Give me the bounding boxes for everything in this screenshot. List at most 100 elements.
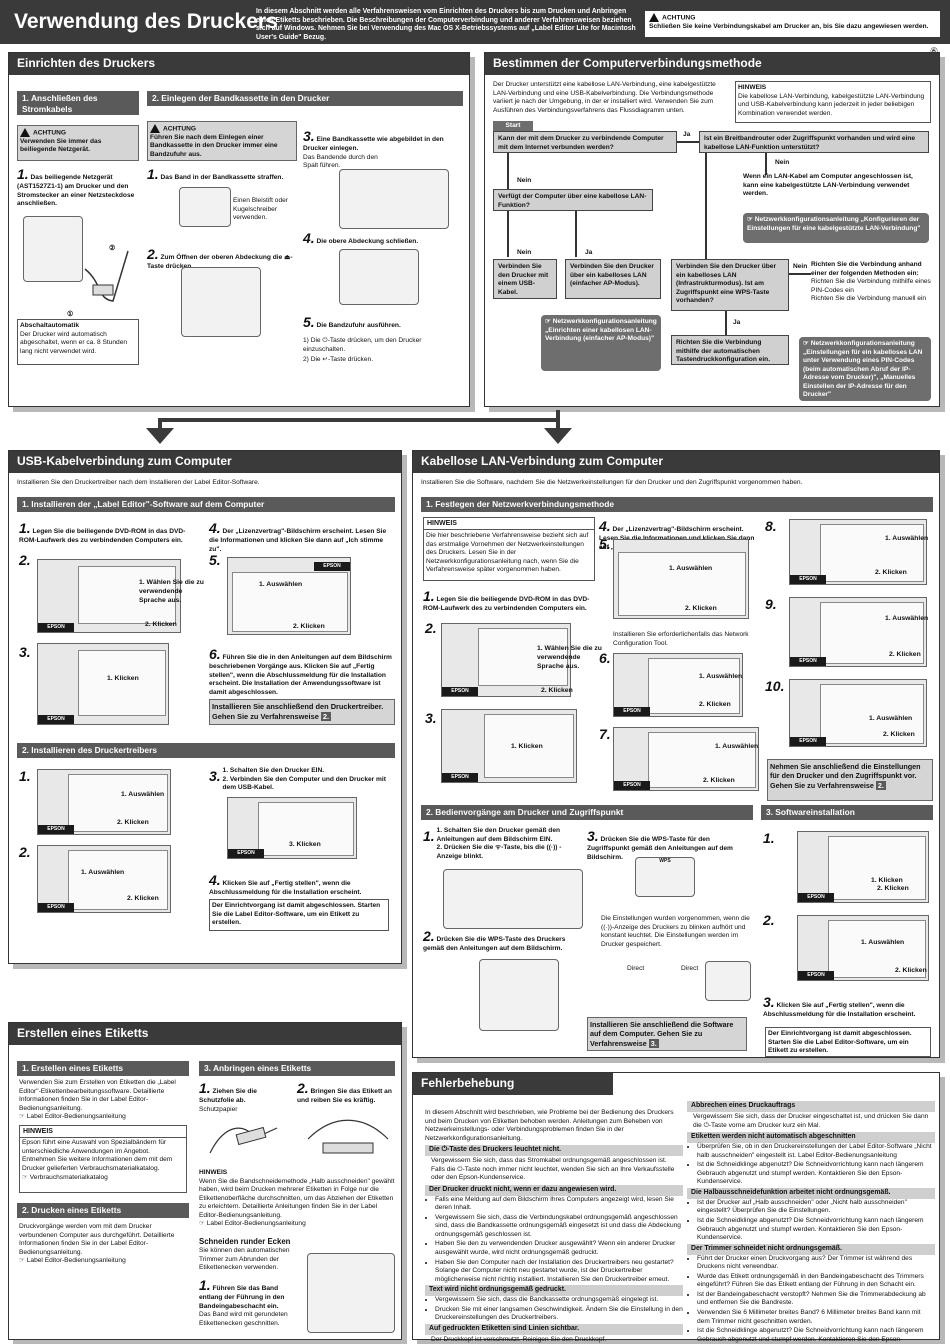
callout: 1. Auswählen bbox=[885, 535, 929, 542]
warning-icon bbox=[649, 13, 659, 22]
cassette-insert-illustration bbox=[339, 169, 449, 229]
step-number: 5. bbox=[599, 536, 611, 552]
ref-text: Netzwerkkonfigurationsanleitung „Konfigu… bbox=[747, 216, 921, 232]
callout: 1. Auswählen bbox=[715, 743, 759, 750]
label-sub2-title: 2. Drucken eines Etiketts bbox=[17, 1203, 189, 1218]
warning-icon bbox=[150, 124, 160, 133]
label-sub2-body: Druckvorgänge werden vom mit dem Drucker… bbox=[19, 1223, 189, 1266]
usb-screenshot-5: EPSON bbox=[227, 557, 351, 635]
step-number: 1. bbox=[19, 520, 31, 536]
callout: 2. Klicken bbox=[699, 701, 731, 708]
next-number: 3. bbox=[648, 1038, 659, 1048]
setup-sub1-title: 1. Anschließen des Stromkabels bbox=[17, 91, 139, 115]
flow-ja-1: Ja bbox=[683, 131, 691, 138]
trouble-item: Vergewissern Sie sich, dass die Verbindu… bbox=[435, 1214, 683, 1240]
next-text: Nehmen Sie anschließend die Einstellunge… bbox=[770, 762, 921, 790]
setup-panel: Einrichten des Druckers 1. Anschließen d… bbox=[8, 52, 470, 407]
callout: 1. Auswählen bbox=[121, 791, 165, 798]
step-text: Eine Bandkassette wie abgebildet in den … bbox=[303, 136, 444, 153]
hint-title: HINWEIS bbox=[199, 1169, 228, 1176]
book-reference-icon: ☞ bbox=[22, 1174, 30, 1182]
step-number: 8. bbox=[765, 518, 777, 534]
step-number: 2. bbox=[425, 620, 437, 636]
flow-arrow bbox=[507, 153, 509, 189]
trouble-item: Drucken Sie mit einer langsamen Geschwin… bbox=[435, 1306, 683, 1323]
step-number: 2. bbox=[19, 844, 31, 860]
callout: 1. Auswählen bbox=[699, 673, 743, 680]
callout: 2. Klicken bbox=[541, 687, 573, 694]
step-text: Klicken Sie auf „Fertig stellen", wenn d… bbox=[763, 1002, 916, 1019]
step-3-sub-1: 1. Schalten Sie den Drucker EIN. bbox=[222, 767, 325, 774]
trouble-list-2: Falls eine Meldung auf dem Bildschirm Ih… bbox=[425, 1196, 683, 1285]
wlan-screenshot-10: EPSON bbox=[789, 679, 927, 747]
op-3-note: Die Einstellungen wurden vorgenommen, we… bbox=[601, 915, 750, 948]
callout: 2. Klicken bbox=[117, 819, 149, 826]
round-note: Das Band wird mit gerundeten Etikettenec… bbox=[199, 1311, 288, 1327]
label-round-corners: Schneiden runder Ecken Sie können den au… bbox=[199, 1237, 303, 1328]
wlan-sub3-title: 3. Softwareinstallation bbox=[761, 805, 933, 820]
direct-label-2: Direct bbox=[681, 965, 699, 972]
step-text: Drücken Sie die WPS-Taste für den Zugrif… bbox=[587, 836, 733, 861]
callout: 2. Klicken bbox=[293, 623, 325, 630]
step-number: 2. bbox=[763, 912, 775, 928]
callout: 2. Klicken bbox=[703, 777, 735, 784]
hint-text: Epson führt eine Auswahl von Spezialbänd… bbox=[22, 1139, 173, 1172]
trouble-item: Ist die Schneidklinge abgenutzt? Die Sch… bbox=[697, 1161, 935, 1187]
step-text: Legen Sie die beiliegende DVD-ROM in das… bbox=[19, 528, 186, 545]
epson-logo: EPSON bbox=[314, 562, 350, 571]
ref-text: Label Editor-Bedienungsanleitung bbox=[206, 1220, 306, 1228]
flow-nein-1: Nein bbox=[517, 177, 532, 184]
flow-arrow bbox=[575, 211, 577, 257]
trouble-item: Überprüfen Sie, ob in den Druckereinstel… bbox=[697, 1143, 935, 1160]
callout-2: ② bbox=[109, 245, 116, 252]
step-number: 6. bbox=[599, 650, 611, 666]
flow-nein-2: Nein bbox=[775, 159, 790, 166]
callout: 1. Auswählen bbox=[885, 615, 929, 622]
wlan-next-box: Nehmen Sie anschließend die Einstellunge… bbox=[767, 759, 933, 801]
next-number: 2. bbox=[320, 711, 332, 721]
hint-text: Wenn Sie die Bandschneidemethode „Halb a… bbox=[199, 1177, 395, 1219]
arrow-connector bbox=[158, 418, 162, 430]
callout: 2. Klicken bbox=[685, 605, 717, 612]
callout: 1. Klicken bbox=[871, 877, 903, 884]
epson-logo: EPSON bbox=[790, 737, 826, 746]
setup-sub1-step: 1. Das beiliegende Netzgerät (AST1527Z1-… bbox=[17, 165, 139, 209]
page-header: Verwendung des Druckers In diesem Abschn… bbox=[0, 0, 950, 44]
setup-step-5: 5. Die Bandzufuhr ausführen. 1) Die ⏻-Ta… bbox=[303, 313, 463, 365]
flow-wps: Richten Sie die Verbindung mithilfe der … bbox=[671, 335, 789, 365]
round-title: Schneiden runder Ecken bbox=[199, 1237, 291, 1246]
auto-off-box: Abschaltautomatik Der Drucker wird autom… bbox=[17, 319, 139, 365]
wlan-sub2-title: 2. Bedienvorgänge am Drucker und Zugriff… bbox=[421, 805, 753, 820]
step-number: 7. bbox=[599, 726, 611, 742]
printer-wps-illustration bbox=[443, 869, 583, 929]
book-reference-icon: ☞ bbox=[19, 1113, 27, 1121]
setup-step-2: 2. Zum Öffnen der oberen Abdeckung die ⏏… bbox=[147, 245, 297, 272]
ref-text: Label Editor-Bedienungsanleitung bbox=[26, 1113, 126, 1121]
trouble-list-3: Vergewissern Sie sich, dass die Bandkass… bbox=[425, 1296, 683, 1323]
trimmer-illustration bbox=[307, 1253, 395, 1333]
auto-off-title: Abschaltautomatik bbox=[20, 322, 79, 329]
step-number: 1. bbox=[147, 166, 159, 182]
ref-text: Label Editor-Bedienungsanleitung bbox=[26, 1257, 126, 1265]
setup-step-1: 1. Das Band in der Bandkassette straffen… bbox=[147, 165, 297, 183]
usb-sub1-title: 1. Installieren der „Label Editor"-Softw… bbox=[17, 497, 395, 512]
usb-screenshot-2: EPSON bbox=[37, 559, 181, 633]
flow-ja-3: Ja bbox=[733, 319, 741, 326]
step-text: Der „Lizenzvertrag"-Bildschirm erscheint… bbox=[209, 528, 387, 553]
hint-text: Die kabellose LAN-Verbindung, kabelgestü… bbox=[738, 92, 925, 117]
book-reference-icon: ☞ bbox=[803, 340, 811, 347]
trouble-list-6: Überprüfen Sie, ob in den Druckereinstel… bbox=[687, 1143, 935, 1187]
round-step: Führen Sie das Band entlang der Führung … bbox=[199, 1284, 285, 1310]
usb-driver-screenshot-1: EPSON bbox=[37, 769, 171, 835]
wlan-op-1: 1. 1. Schalten Sie den Drucker gemäß den… bbox=[423, 827, 585, 861]
book-reference-icon: ☞ bbox=[19, 1257, 27, 1265]
tape-cassette-illustration bbox=[179, 187, 231, 227]
usb-title: USB-Kabelverbindung zum Computer bbox=[9, 451, 401, 473]
step-number: 3. bbox=[587, 828, 599, 844]
callout: 2. Klicken bbox=[883, 731, 915, 738]
step-number: 1. bbox=[17, 166, 29, 182]
step-number: 1. bbox=[423, 828, 435, 844]
trouble-item: Ist die Schneidklinge abgenutzt? Die Sch… bbox=[697, 1217, 935, 1243]
flow-ref-wired: ☞ Netzwerkkonfigurationsanleitung „Konfi… bbox=[743, 213, 929, 243]
ref-text: Netzwerkkonfigurationsanleitung „Einrich… bbox=[545, 318, 657, 343]
